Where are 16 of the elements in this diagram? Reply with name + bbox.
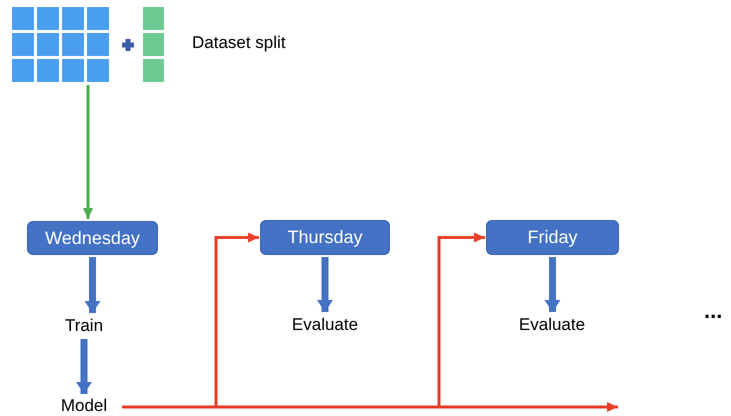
day-box: Friday — [486, 220, 619, 255]
step-label: Evaluate — [500, 314, 604, 336]
node-label: Dataset split — [192, 32, 286, 54]
arrow — [84, 257, 100, 313]
day-box: Wednesday — [27, 221, 158, 255]
day-box: Thursday — [260, 220, 390, 255]
arrow — [317, 257, 333, 312]
step-label: Evaluate — [274, 314, 376, 336]
arrow — [122, 402, 618, 412]
step-label: Train — [54, 315, 114, 337]
arrow — [83, 85, 93, 219]
ellipsis: ... — [704, 300, 722, 322]
arrow — [544, 257, 560, 312]
dataset-grid-icon — [12, 7, 164, 83]
arrow — [76, 339, 92, 394]
step-label: Model — [50, 396, 118, 416]
